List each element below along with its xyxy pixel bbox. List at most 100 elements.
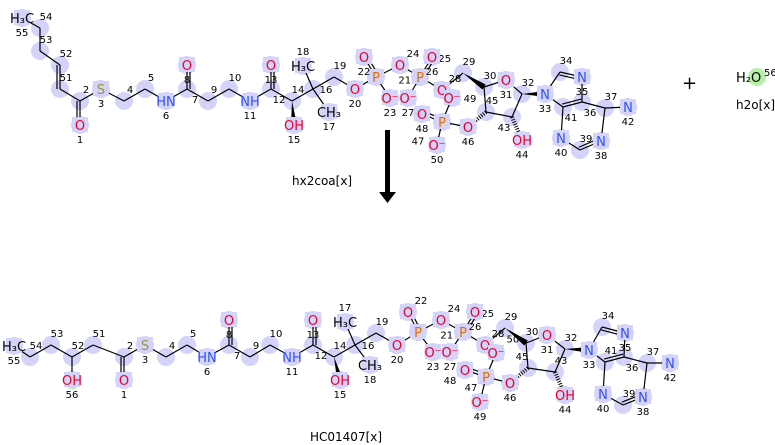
atom-number: 51: [60, 73, 73, 84]
atom-number: 21: [440, 330, 453, 341]
label-bg: [221, 312, 237, 327]
label-bg: [455, 324, 471, 339]
label-bg: [263, 57, 279, 72]
bond: [92, 344, 125, 358]
label-bg: [64, 372, 80, 387]
atom-number: 20: [391, 355, 404, 366]
atom-number: 40: [597, 404, 610, 415]
label-bg: [514, 132, 530, 147]
atom-number: 44: [516, 150, 529, 161]
atom-number: 46: [462, 137, 475, 148]
atom-label: O: [417, 108, 427, 123]
atom-number: 6: [204, 367, 210, 378]
atom-number: 42: [664, 373, 677, 384]
atom-number: 2: [127, 341, 133, 352]
label-bg: [593, 133, 609, 148]
label-bg: [557, 387, 573, 402]
plus-sign: +: [682, 73, 697, 94]
atom-number: 44: [559, 405, 572, 416]
atom-label: O: [436, 314, 446, 329]
atom-number: 18: [297, 47, 310, 58]
atom-number: 37: [605, 92, 618, 103]
atom-number: 5: [190, 329, 196, 340]
atom-label: O: [350, 83, 360, 98]
atom-number: 12: [273, 95, 286, 106]
atom-label: OH: [555, 389, 575, 404]
atom-number: 28: [449, 74, 462, 85]
atom-label: CH₃: [317, 106, 341, 121]
label-bg: [574, 69, 590, 84]
atom-number: 18: [364, 375, 377, 386]
atom-number: 22: [358, 67, 371, 78]
label-bg: [392, 57, 408, 72]
atom-number: 34: [560, 56, 573, 67]
label-bg: [137, 337, 153, 352]
atom-number: 38: [637, 407, 650, 418]
atom-number: 14: [292, 85, 305, 96]
label-bg: [400, 90, 416, 105]
atom-number: 52: [60, 49, 73, 60]
atom-number: 36: [584, 108, 597, 119]
atom-number: 33: [539, 104, 552, 115]
atom-number: 12: [315, 351, 328, 362]
atom-number: 15: [288, 135, 301, 146]
label-bg: [321, 104, 337, 119]
bond: [59, 88, 81, 102]
wedge-bond: [505, 328, 528, 346]
atom-label: O: [480, 339, 490, 354]
atom-number: 4: [169, 341, 175, 352]
label-bg: [662, 355, 678, 370]
bond: [525, 342, 529, 369]
atom-number: 45: [486, 96, 499, 107]
atom-number: 30: [484, 71, 497, 82]
bond: [623, 356, 648, 364]
atom-number: 3: [142, 355, 148, 366]
atom-number: 35: [576, 87, 589, 98]
atom-label: N: [584, 344, 594, 359]
label-bg: [553, 130, 569, 145]
label-bg: [347, 81, 363, 96]
atom-number: 40: [555, 148, 568, 159]
atom-number: 32: [565, 333, 578, 344]
bond: [581, 101, 606, 109]
label-bg: [502, 375, 518, 390]
bond: [604, 356, 625, 363]
label-bg: [356, 49, 372, 64]
atom-label: O: [359, 51, 369, 66]
atom-number: 5: [148, 73, 154, 84]
label-bg: [478, 369, 494, 384]
label-bg: [539, 327, 555, 342]
atom-number: 4: [127, 85, 133, 96]
reactant-name: hx2coa[x]: [292, 174, 353, 188]
atom-label: O: [501, 74, 511, 89]
label-bg: [179, 57, 195, 72]
label-bg: [460, 119, 476, 134]
atom-number: 33: [583, 360, 596, 371]
atom-label: O: [308, 314, 318, 329]
atom-label: O: [437, 84, 447, 99]
atom-number: 24: [407, 49, 420, 60]
bond: [511, 93, 523, 118]
label-bg: [284, 349, 300, 364]
bond: [483, 86, 487, 113]
atom-number: 9: [253, 341, 259, 352]
label-bg: [410, 324, 426, 339]
atom-number: 25: [481, 309, 494, 320]
atom-number: 2: [83, 85, 89, 96]
atom-number: 41: [565, 113, 578, 124]
label-bg: [425, 344, 441, 359]
bond: [333, 344, 356, 358]
bond: [228, 344, 251, 358]
bond: [562, 101, 583, 108]
water-atom-number: 56: [764, 68, 775, 79]
atom-label: O: [392, 339, 402, 354]
label-bg: [362, 357, 378, 372]
atom-number: 13: [307, 330, 320, 341]
atom-number: 19: [376, 317, 389, 328]
atom-number: 13: [265, 75, 278, 86]
label-bg: [158, 93, 174, 108]
atom-number: 29: [463, 57, 476, 68]
label-bg: [116, 372, 132, 387]
